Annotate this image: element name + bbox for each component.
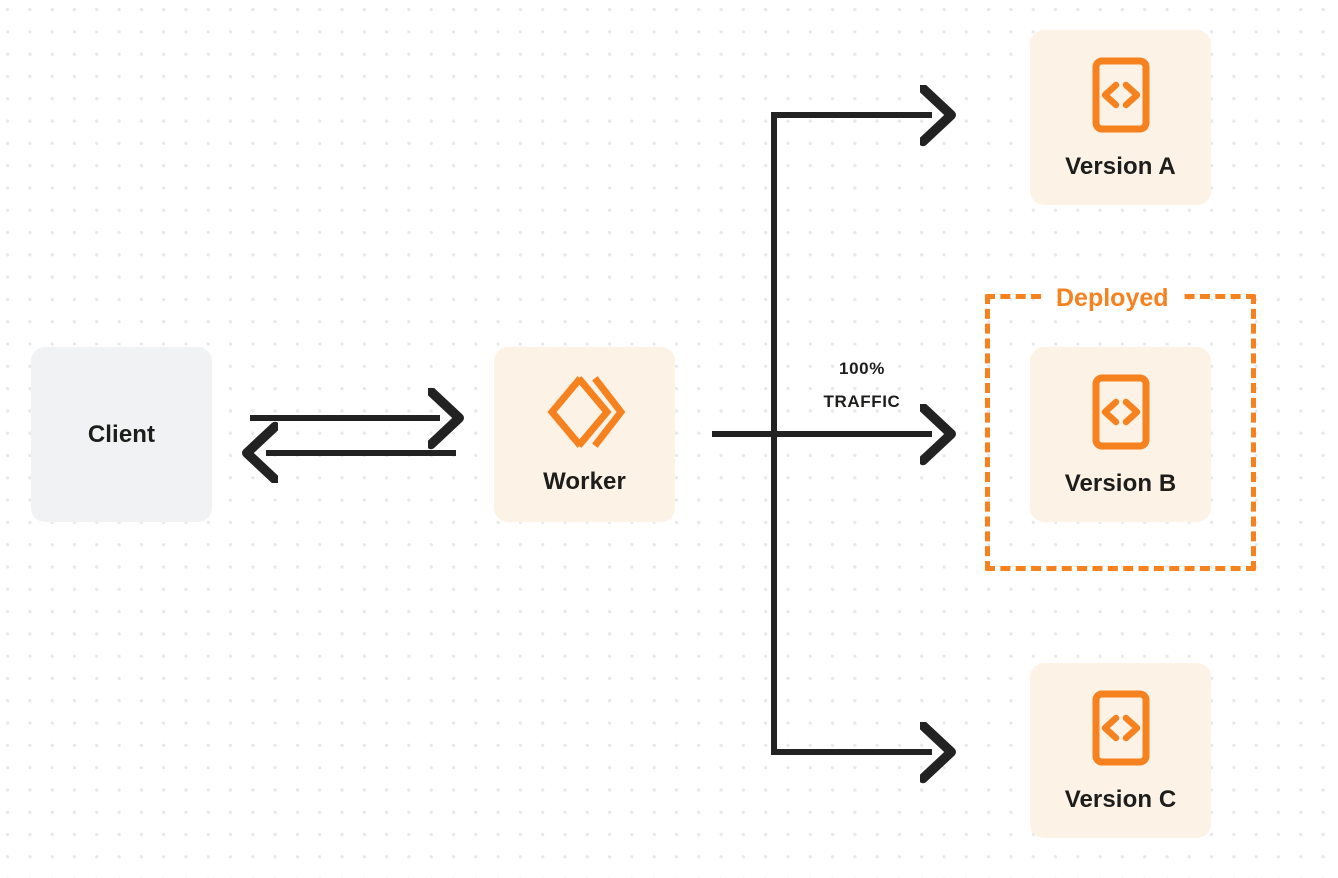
client-label: Client	[87, 420, 156, 448]
client-node[interactable]: Client	[31, 347, 212, 522]
version-a-node[interactable]: Version A	[1030, 30, 1211, 205]
code-brackets-icon	[1092, 57, 1150, 133]
cloudflare-workers-logo-icon	[545, 375, 625, 448]
deployed-badge: Deployed	[1044, 286, 1181, 311]
worker-node[interactable]: Worker	[494, 347, 675, 522]
version-c-node[interactable]: Version C	[1030, 663, 1211, 838]
worker-label: Worker	[543, 467, 626, 495]
version-b-node[interactable]: Version B	[1030, 347, 1211, 522]
version-a-label: Version A	[1065, 152, 1176, 180]
version-c-label: Version C	[1064, 785, 1177, 813]
code-brackets-icon	[1092, 374, 1150, 450]
version-b-label: Version B	[1064, 469, 1177, 497]
code-brackets-icon	[1092, 690, 1150, 766]
